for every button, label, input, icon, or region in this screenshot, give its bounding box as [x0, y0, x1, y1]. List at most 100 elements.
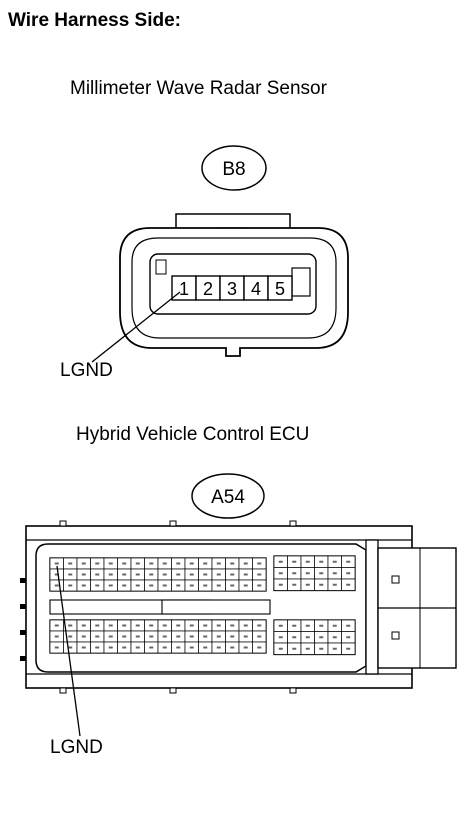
a54-pin-mark	[243, 562, 248, 565]
a54-pin-mark	[162, 562, 167, 565]
a54-pin-mark	[95, 624, 100, 627]
a54-tab	[59, 520, 67, 527]
a54-pin-mark	[203, 646, 208, 649]
a54-pin-mark	[162, 624, 167, 627]
b8-latch	[175, 213, 291, 230]
a54-pin-mark	[319, 583, 324, 586]
b8-key	[155, 259, 167, 275]
a54-pin-mark	[176, 584, 181, 587]
a54-pin-mark	[122, 635, 127, 638]
a54-pin-mark	[346, 583, 351, 586]
ecu-lgnd-label: LGND	[50, 737, 103, 758]
a54-pin-mark	[122, 562, 127, 565]
a54-pin-mark	[189, 635, 194, 638]
a54-pin-mark	[278, 572, 283, 575]
a54-pin-mark	[68, 573, 73, 576]
a54-pin-mark	[68, 624, 73, 627]
a54-pin-mark	[95, 646, 100, 649]
a54-pin-mark	[162, 584, 167, 587]
a54-pin-mark	[54, 562, 59, 565]
a54-code-text: A54	[211, 487, 245, 508]
a54-pin-mark	[278, 560, 283, 563]
a54-pin-mark	[216, 646, 221, 649]
a54-pin-grids	[49, 555, 356, 656]
a54-pin-mark	[216, 635, 221, 638]
a54-pin-mark	[319, 572, 324, 575]
a54-pin-mark	[122, 624, 127, 627]
b8-pin-number: 2	[203, 279, 213, 299]
a54-pin-mark	[189, 573, 194, 576]
sensor-title: Millimeter Wave Radar Sensor	[70, 78, 327, 99]
a54-pin-mark	[243, 624, 248, 627]
a54-pin-mark	[243, 584, 248, 587]
a54-pin-mark	[149, 646, 154, 649]
a54-pin-mark	[135, 624, 140, 627]
a54-pin-mark	[176, 635, 181, 638]
a54-tab	[169, 520, 177, 527]
b8-pin-number: 4	[251, 279, 261, 299]
a54-tab	[289, 520, 297, 527]
a54-pin-mark	[346, 647, 351, 650]
a54-pin-mark	[332, 583, 337, 586]
a54-pin-mark	[189, 646, 194, 649]
a54-pin-mark	[243, 573, 248, 576]
a54-pin-mark	[149, 635, 154, 638]
a54-pin-mark	[122, 584, 127, 587]
a54-pin-mark	[203, 573, 208, 576]
b8-pin-row: 1 2 3 4 5	[171, 275, 293, 301]
a54-pin-mark	[346, 624, 351, 627]
a54-pin-mark	[149, 624, 154, 627]
a54-pin-mark	[189, 584, 194, 587]
a54-rib	[20, 578, 26, 583]
a54-pin-mark	[149, 584, 154, 587]
a54-pin-mark	[319, 636, 324, 639]
a54-pin-mark	[257, 635, 262, 638]
a54-pin-mark	[292, 636, 297, 639]
a54-leader-line	[56, 565, 81, 737]
a54-pin-mark	[243, 635, 248, 638]
a54-pin-mark	[332, 572, 337, 575]
a54-pin-mark	[95, 573, 100, 576]
a54-pin-mark	[68, 562, 73, 565]
a54-pin-mark	[257, 624, 262, 627]
a54-pin-mark	[216, 573, 221, 576]
a54-tab	[289, 687, 297, 694]
a54-pin-mark	[108, 584, 113, 587]
a54-pin-mark	[319, 560, 324, 563]
a54-pin-mark	[54, 573, 59, 576]
b8-pin-box	[243, 275, 269, 301]
b8-pin-number: 5	[275, 279, 285, 299]
a54-pin-mark	[278, 636, 283, 639]
a54-pin-mark	[243, 646, 248, 649]
a54-pin-mark	[230, 562, 235, 565]
b8-pin-number: 3	[227, 279, 237, 299]
a54-pin-mark	[216, 624, 221, 627]
a54-pin-mark	[346, 636, 351, 639]
a54-lock-edge	[365, 539, 379, 675]
a54-pin-mark	[122, 646, 127, 649]
a54-pin-mark	[189, 624, 194, 627]
a54-pin-mark	[278, 647, 283, 650]
a54-pin-mark	[135, 646, 140, 649]
a54-pin-mark	[216, 584, 221, 587]
a54-pin-mark	[292, 572, 297, 575]
a54-pin-mark	[176, 573, 181, 576]
b8-pin-box	[219, 275, 245, 301]
b8-leader-line	[91, 291, 181, 363]
a54-lock-window	[391, 631, 400, 640]
a54-tab	[169, 687, 177, 694]
a54-pin-mark	[108, 573, 113, 576]
a54-pin-mark	[305, 647, 310, 650]
a54-pin-mark	[162, 635, 167, 638]
a54-pin-mark	[332, 560, 337, 563]
a54-pin-mark	[81, 624, 86, 627]
a54-pin-mark	[68, 635, 73, 638]
b8-code-text: B8	[222, 159, 245, 180]
a54-pin-mark	[278, 624, 283, 627]
a54-pin-mark	[162, 573, 167, 576]
a54-pin-mark	[203, 562, 208, 565]
a54-pin-mark	[305, 560, 310, 563]
a54-pin-mark	[319, 647, 324, 650]
a54-pin-mark	[292, 647, 297, 650]
